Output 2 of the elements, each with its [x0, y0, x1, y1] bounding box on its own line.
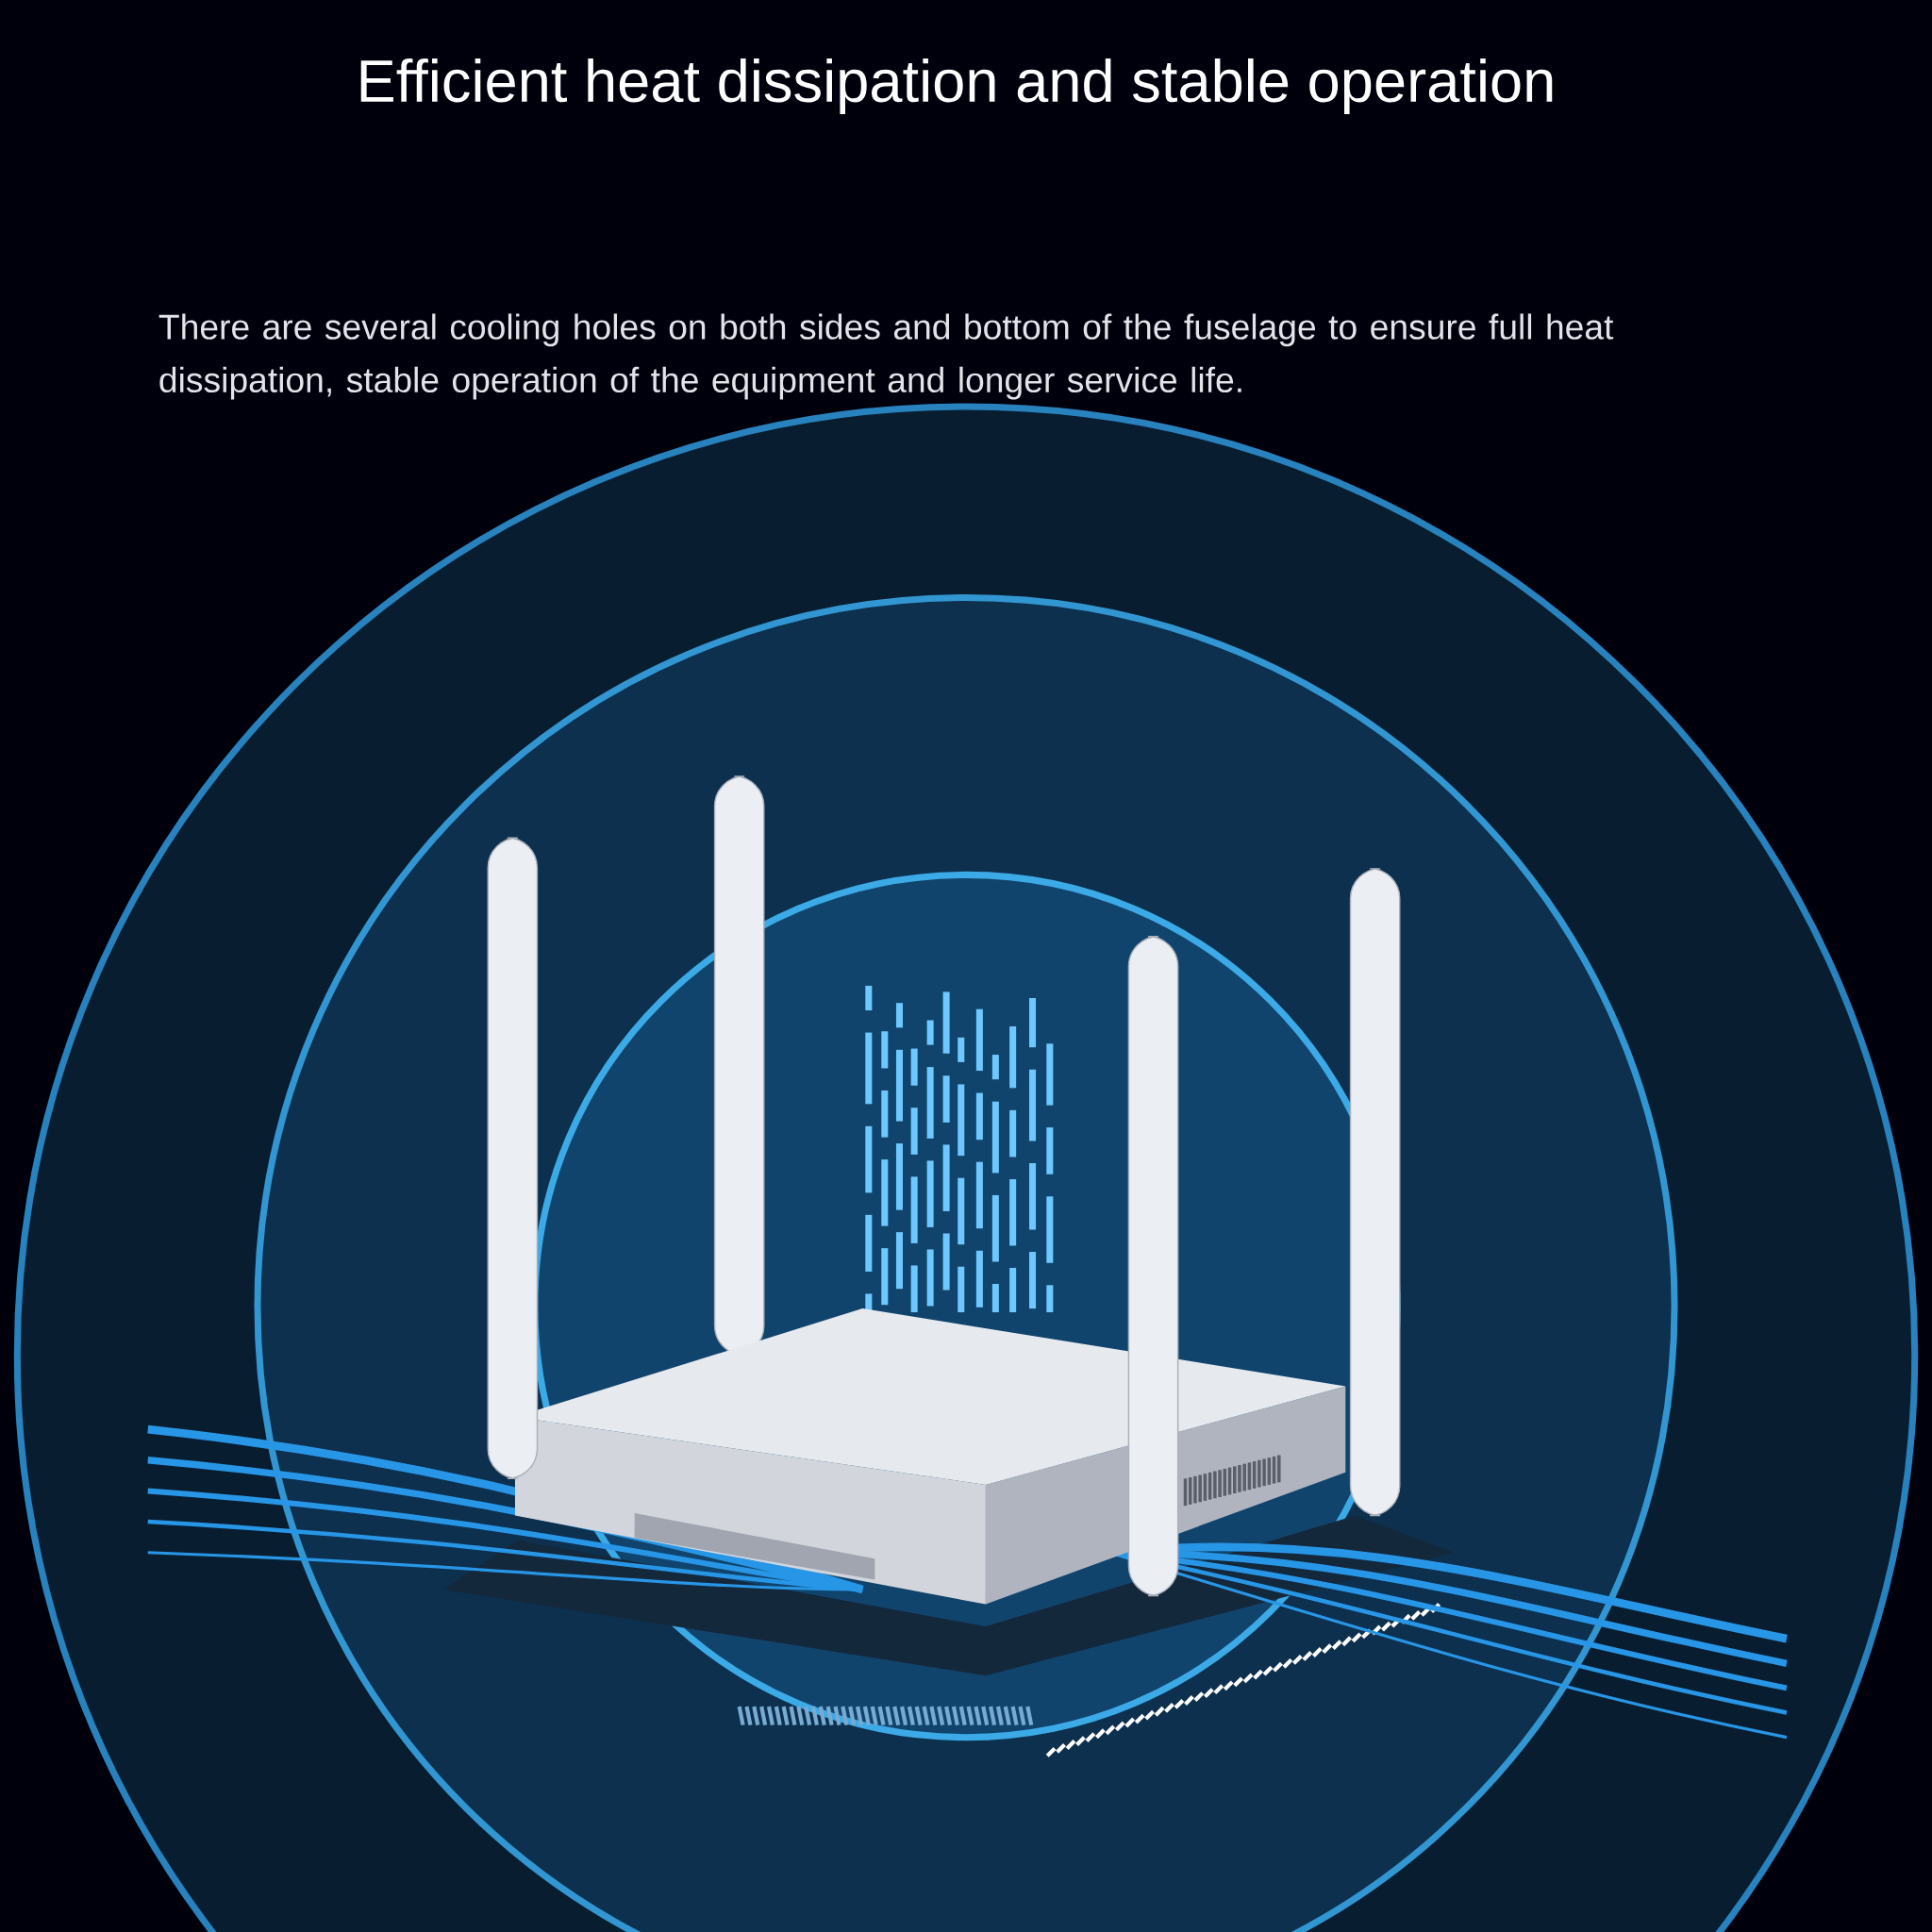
title: Efficient heat dissipation and stable operation: [360, 58, 1553, 114]
description-text: There are several cooling holes on both sides and bottom of the fuselage to ensure full heat dissipation, stable operation of the equipment and longer service life.: [158, 313, 1614, 400]
